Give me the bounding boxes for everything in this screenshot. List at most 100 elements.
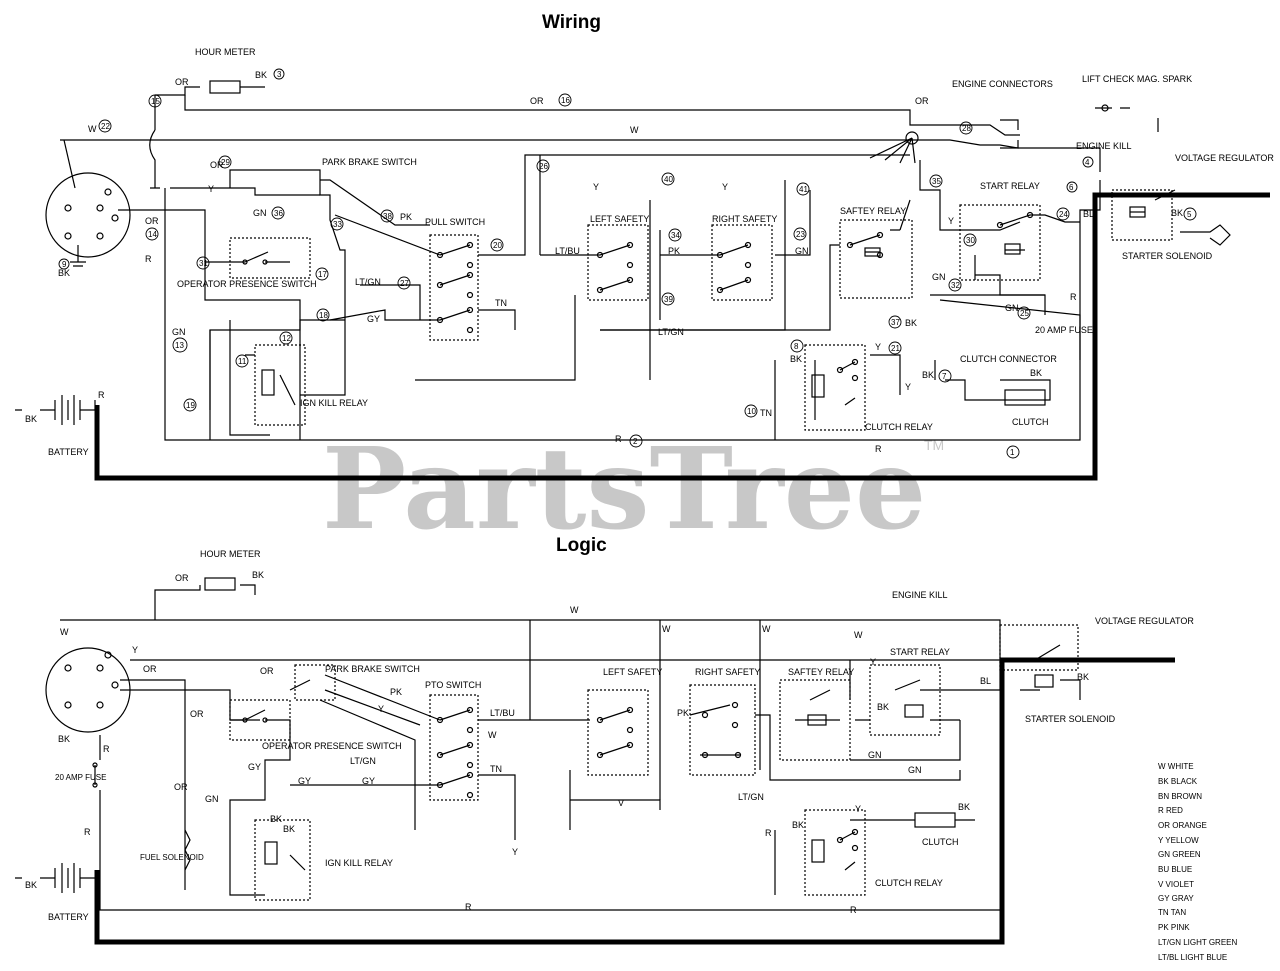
wire-number: 40 xyxy=(664,175,673,184)
logic-label-starter-solenoid: STARTER SOLENOID xyxy=(1025,714,1116,724)
wire-number: 32 xyxy=(951,281,960,290)
wire-number: 14 xyxy=(148,230,157,239)
wire-label: Y xyxy=(593,182,599,192)
label-start-relay: START RELAY xyxy=(980,181,1040,191)
wire-label: BK xyxy=(270,814,282,824)
wire-label: R xyxy=(615,434,622,444)
wire-label: GN xyxy=(253,208,267,218)
logic-title: Logic xyxy=(556,535,607,556)
wire-label: Y xyxy=(875,342,881,352)
wire-number: 28 xyxy=(962,124,971,133)
wire-number: 22 xyxy=(101,122,110,131)
wire-label: TN xyxy=(490,764,502,774)
logic-label-start-relay: START RELAY xyxy=(890,647,950,657)
wire-number: 23 xyxy=(796,230,805,239)
wire-label: BK xyxy=(283,824,295,834)
wire-number: 12 xyxy=(282,334,291,343)
wire-label: GY xyxy=(298,776,311,786)
wire-number: 4 xyxy=(1085,158,1090,167)
wire-number: 10 xyxy=(747,407,756,416)
logic-label-park-brake: PARK BRAKE SWITCH xyxy=(325,664,420,674)
ignition-switch xyxy=(45,172,131,258)
wire-number-bubbles: 15 16 22 3 9 28 36 31 18 33 17 40 41 34 … xyxy=(58,68,1197,459)
wire-label: BK xyxy=(255,70,267,80)
wire-number: 9 xyxy=(62,260,67,269)
wire-label: PK xyxy=(400,212,412,222)
label-saftey-relay: SAFTEY RELAY xyxy=(840,206,906,216)
logic-label-left-safety: LEFT SAFETY xyxy=(603,667,662,677)
wire-label: W xyxy=(630,125,639,135)
wire-number: 3 xyxy=(277,70,282,79)
wire-number: 6 xyxy=(1069,183,1074,192)
watermark-tm: TM xyxy=(924,437,944,453)
wire-number: 33 xyxy=(333,220,342,229)
label-engine-connectors: ENGINE CONNECTORS xyxy=(952,79,1053,89)
wire-number: 34 xyxy=(671,231,680,240)
label-clutch: CLUTCH xyxy=(1012,417,1049,427)
wire-label: OR xyxy=(145,216,159,226)
wire-label: R xyxy=(1070,292,1077,302)
wire-label: BK xyxy=(958,802,970,812)
wire-label: LT/GN xyxy=(658,327,684,337)
legend-item: TN TAN xyxy=(1158,908,1186,917)
label-left-safety: LEFT SAFETY xyxy=(590,214,649,224)
logic-label-operator-presence: OPERATOR PRESENCE SWITCH xyxy=(262,741,402,751)
wire-label: LT/BU xyxy=(555,246,580,256)
wire-number: 13 xyxy=(175,341,184,350)
logic-label-engine-kill: ENGINE KILL xyxy=(892,590,948,600)
logic-label-fuel-solenoid: FUEL SOLENOID xyxy=(140,853,204,862)
wire-label: OR xyxy=(915,96,929,106)
wire-number: 24 xyxy=(1059,210,1068,219)
wire-label: BL xyxy=(980,676,991,686)
wire-label: OR xyxy=(210,160,224,170)
wire-number: 2 xyxy=(633,437,638,446)
wire-label: BK xyxy=(1171,208,1183,218)
wire-label: Y xyxy=(855,804,861,814)
wire-label: Y xyxy=(208,184,214,194)
wire-number: 39 xyxy=(664,295,673,304)
wire-label: LT/GN xyxy=(355,277,381,287)
logic-label-saftey-relay: SAFTEY RELAY xyxy=(788,667,854,677)
wire-label: BL xyxy=(1083,209,1094,219)
wire-number: 11 xyxy=(238,357,247,366)
wire-label: V xyxy=(618,798,624,808)
wire-number: 8 xyxy=(794,342,799,351)
wire-label: R xyxy=(765,828,772,838)
wire-label: GY xyxy=(367,314,380,324)
wire-label: LT/GN xyxy=(350,756,376,766)
color-legend: W WHITE BK BLACK BN BROWN R RED OR ORANG… xyxy=(1158,762,1237,962)
wire-label: PK xyxy=(677,708,689,718)
label-amp-fuse: 20 AMP FUSE xyxy=(1035,325,1093,335)
wire-label: R xyxy=(84,827,91,837)
logic-section xyxy=(15,577,1081,911)
wire-number: 18 xyxy=(319,311,328,320)
wire-label: TN xyxy=(760,408,772,418)
wire-number: 35 xyxy=(932,177,941,186)
wire-number: 38 xyxy=(383,212,392,221)
label-park-brake: PARK BRAKE SWITCH xyxy=(322,157,417,167)
wire-label: GN xyxy=(1005,303,1019,313)
wire-label: LT/BU xyxy=(490,708,515,718)
wire-label: OR xyxy=(530,96,544,106)
wire-label: R xyxy=(850,905,857,915)
wire-label: W xyxy=(762,624,771,634)
label-right-safety: RIGHT SAFETY xyxy=(712,214,777,224)
battery-cable-wiring xyxy=(94,192,1270,481)
wire-number: 30 xyxy=(966,236,975,245)
wire-color-labels: OR BK OR OR W W OR R OR Y GN PK LT/BU PK… xyxy=(25,70,1183,915)
wire-number: 29 xyxy=(221,158,230,167)
wire-label: OR xyxy=(174,782,188,792)
wire-label: Y xyxy=(905,382,911,392)
wire-label: GY xyxy=(362,776,375,786)
wire-number: 19 xyxy=(186,401,195,410)
wire-label: R xyxy=(103,744,110,754)
wire-label: BK xyxy=(922,370,934,380)
wire-number: 36 xyxy=(274,209,283,218)
legend-item: LT/BL LIGHT BLUE xyxy=(1158,953,1227,962)
wire-label: Y xyxy=(870,657,876,667)
wire-label: GY xyxy=(248,762,261,772)
label-pull-switch: PULL SWITCH xyxy=(425,217,485,227)
wire-number: 20 xyxy=(493,241,502,250)
wire-label: R xyxy=(145,254,152,264)
wire-label: BK xyxy=(1077,672,1089,682)
